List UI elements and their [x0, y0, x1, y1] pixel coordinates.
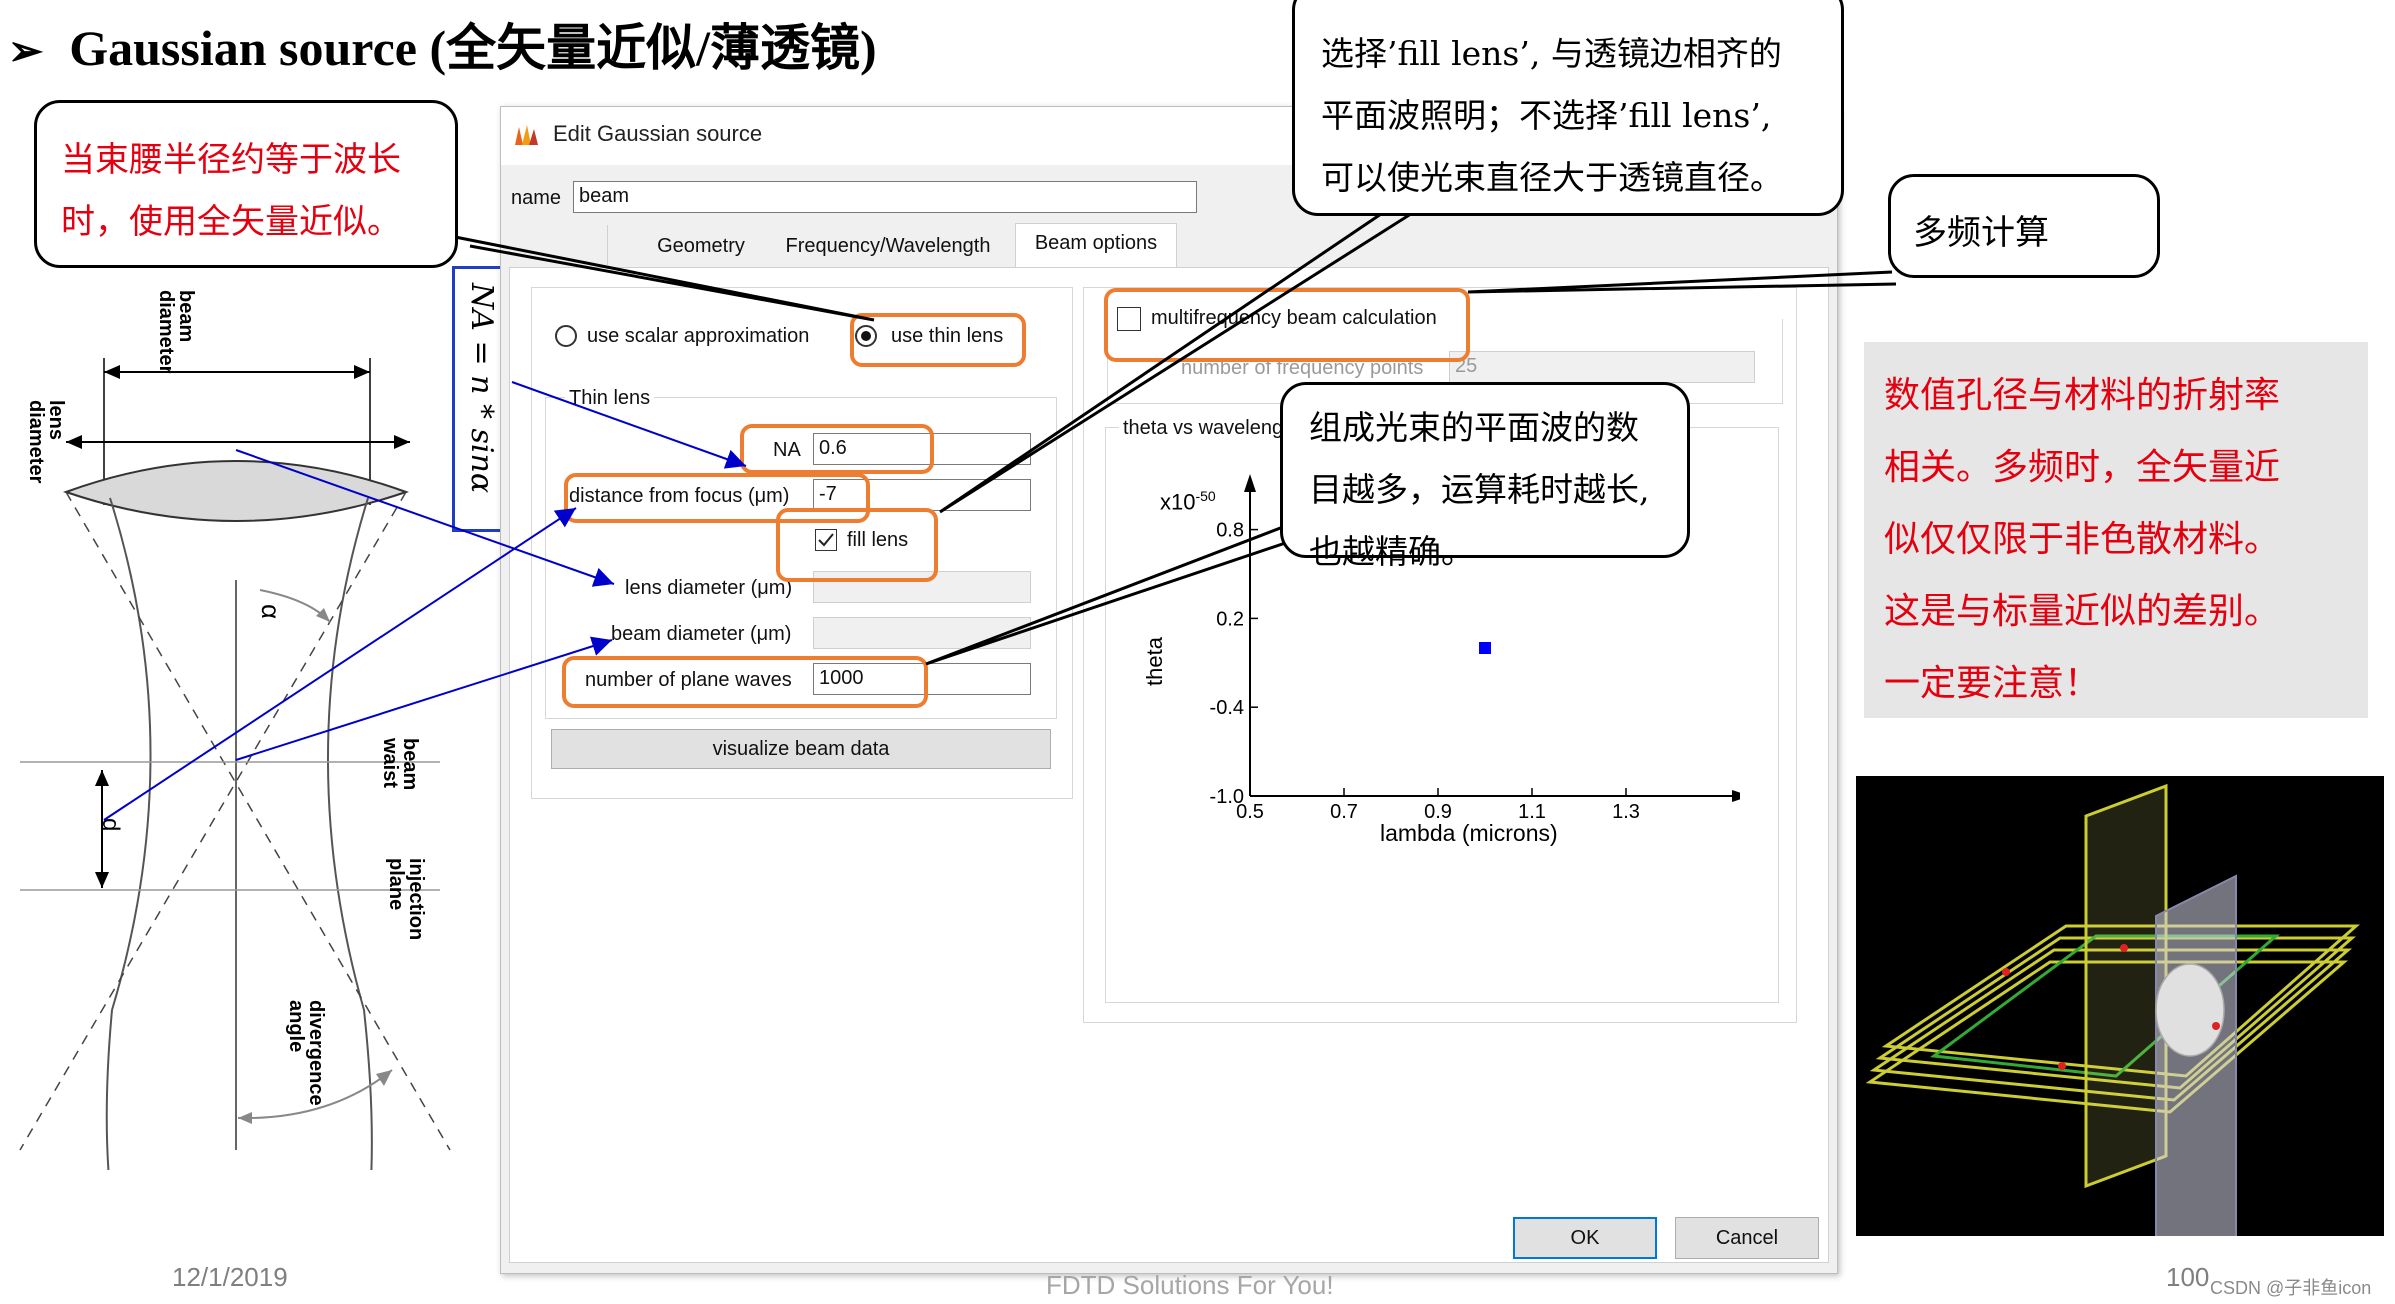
- highlight-plane-waves: [562, 656, 928, 708]
- data-point: [1479, 642, 1491, 654]
- callout-fill-lens: 选择’fill lens’, 与透镜边相齐的 平面波照明；不选择’fill le…: [1292, 0, 1844, 216]
- callout-fill-lens-line3: 可以使光束直径大于透镜直径。: [1321, 158, 1783, 197]
- na-formula: NA = n * sinα: [464, 283, 499, 494]
- beam-diameter-label: beam diameter: [155, 290, 197, 374]
- highlight-fill-lens: [776, 508, 938, 582]
- tab-hidden: [597, 225, 608, 265]
- x-tick-label: 0.9: [1424, 801, 1452, 823]
- gaussian-beam-diagram: [19, 358, 451, 1170]
- callout-multifreq-text: 多频计算: [1913, 213, 2049, 253]
- tab-geometry[interactable]: Geometry: [657, 235, 745, 257]
- y-axis-arrow-icon: [1244, 474, 1256, 492]
- name-input[interactable]: beam: [573, 181, 1197, 213]
- y-tick-label: -0.4: [1210, 697, 1244, 719]
- callout-fill-lens-line1: 选择’fill lens’, 与透镜边相齐的: [1321, 34, 1782, 73]
- simulation-render-image: [1856, 776, 2384, 1278]
- callout-full-vector-line2: 时，使用全矢量近似。: [61, 202, 401, 242]
- cancel-button[interactable]: Cancel: [1675, 1217, 1819, 1259]
- callout-plane-waves-line2: 目越多，运算耗时越长,: [1309, 470, 1650, 509]
- focus-distance-label: distance from focus (μm): [569, 485, 790, 507]
- radio-thin-lens[interactable]: [855, 325, 877, 347]
- footer-page-number: 100: [2166, 1262, 2210, 1292]
- plot-title: theta vs wavelength: [1119, 417, 1304, 440]
- y-tick-label: 0.2: [1216, 608, 1244, 630]
- footer-watermark: CSDN @子非鱼icon: [2210, 1278, 2372, 1298]
- radio-scalar-label: use scalar approximation: [587, 325, 810, 347]
- beam-diameter-input[interactable]: [813, 617, 1031, 649]
- callout-plane-waves-line3: 也越精确。: [1309, 532, 1474, 571]
- fill-lens-checkbox[interactable]: [815, 529, 837, 551]
- name-label: name: [511, 187, 562, 209]
- tab-frequency-wavelength[interactable]: Frequency/Wavelength: [785, 235, 991, 257]
- red-note-line2: 相关。多频时，全矢量近: [1884, 447, 2281, 488]
- red-note-line4: 这是与标量近似的差别。: [1884, 591, 2281, 632]
- y-axis-label: theta: [1142, 637, 1167, 686]
- red-note-line3: 似仅仅限于非色散材料。: [1884, 519, 2281, 560]
- x-tick-label: 0.5: [1236, 801, 1264, 823]
- divergence-angle-label: divergence angle: [285, 1000, 327, 1106]
- y-multiplier-label: x10-50: [1160, 488, 1216, 515]
- lens-diameter-field-label: lens diameter (μm): [625, 577, 793, 599]
- slide-title: ➢ Gaussian source (全矢量近似/薄透镜): [8, 8, 877, 80]
- na-label: NA: [773, 439, 801, 461]
- highlight-na: [740, 424, 934, 474]
- x-tick-label: 1.3: [1612, 801, 1640, 823]
- dialog-title: Edit Gaussian source: [553, 121, 763, 146]
- alpha-label: α: [256, 604, 286, 620]
- callout-plane-waves: 组成光束的平面波的数 目越多，运算耗时越长, 也越精确。: [1280, 382, 1690, 571]
- x-axis-arrow-icon: [1732, 790, 1740, 802]
- callout-multifreq: 多频计算: [1888, 174, 2160, 278]
- footer-center: FDTD Solutions For You!: [1046, 1270, 1334, 1300]
- freq-points-input[interactable]: 25: [1449, 351, 1755, 383]
- d-label: d: [97, 818, 124, 832]
- red-note-line1: 数值孔径与材料的折射率: [1884, 375, 2281, 416]
- callout-full-vector-line1: 当束腰半径约等于波长: [61, 140, 401, 180]
- x-tick-label: 1.1: [1518, 801, 1546, 823]
- beam-waist-label: beam waist: [379, 738, 421, 791]
- callout-plane-waves-line1: 组成光束的平面波的数: [1309, 408, 1639, 447]
- highlight-thin-lens: [850, 313, 1026, 367]
- beam-diameter-field-label: beam diameter (μm): [611, 623, 792, 645]
- y-tick-label: 0.8: [1216, 520, 1244, 542]
- slide-title-text: Gaussian source (全矢量近似/薄透镜): [69, 20, 877, 76]
- visualize-beam-button[interactable]: visualize beam data: [551, 729, 1051, 769]
- checkmark-icon: [818, 533, 834, 547]
- thin-lens-group-title: Thin lens: [565, 387, 655, 410]
- callout-fill-lens-line2: 平面波照明；不选择’fill lens’,: [1321, 96, 1772, 135]
- ok-button[interactable]: OK: [1513, 1217, 1657, 1259]
- highlight-multifreq: [1104, 288, 1470, 362]
- injection-plane-label: injection plane: [385, 858, 427, 941]
- lumerical-logo-icon: [515, 125, 538, 145]
- bullet-arrow-icon: ➢: [8, 29, 44, 75]
- x-axis-label: lambda (microns): [1380, 820, 1558, 846]
- callout-full-vector: 当束腰半径约等于波长 时，使用全矢量近似。: [34, 100, 458, 268]
- y-tick-label: -1.0: [1210, 786, 1244, 808]
- fill-lens-label: fill lens: [847, 529, 909, 551]
- radio-scalar[interactable]: [555, 325, 577, 347]
- x-tick-label: 0.7: [1330, 801, 1358, 823]
- red-note-box: 数值孔径与材料的折射率 相关。多频时，全矢量近 似仅仅限于非色散材料。 这是与标…: [1864, 342, 2368, 718]
- red-note-line5: 一定要注意！: [1884, 663, 2101, 704]
- lens-diameter-label: lens diameter: [25, 400, 67, 484]
- footer-date: 12/1/2019: [172, 1262, 288, 1292]
- plane-waves-label: number of plane waves: [585, 669, 792, 691]
